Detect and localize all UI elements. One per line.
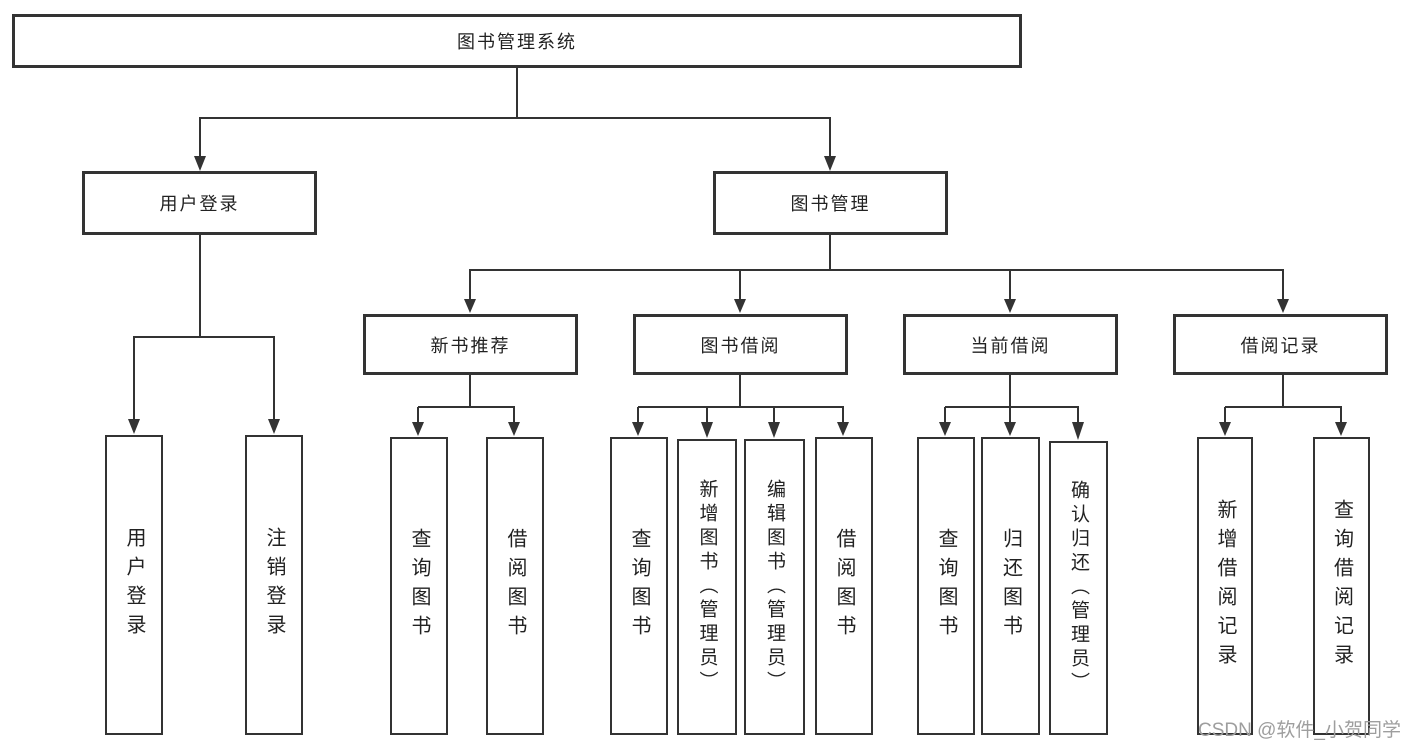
leaf-bb-edit-books-admin: 编辑图书（管理员） bbox=[744, 439, 805, 735]
leaf-nbr-query-books: 查询图书 bbox=[390, 437, 448, 735]
node-book-management: 图书管理 bbox=[713, 171, 948, 235]
leaf-bb-add-books-admin: 新增图书（管理员） bbox=[677, 439, 737, 735]
node-user-login: 用户登录 bbox=[82, 171, 317, 235]
leaf-br-query-record: 查询借阅记录 bbox=[1313, 437, 1370, 735]
node-new-book-recommend: 新书推荐 bbox=[363, 314, 578, 375]
leaf-bb-query-books: 查询图书 bbox=[610, 437, 668, 735]
leaf-br-add-record: 新增借阅记录 bbox=[1197, 437, 1253, 735]
leaf-user-login: 用户登录 bbox=[105, 435, 163, 735]
leaf-cb-confirm-return-admin: 确认归还（管理员） bbox=[1049, 441, 1108, 735]
leaf-bb-borrow-books: 借阅图书 bbox=[815, 437, 873, 735]
csdn-watermark: CSDN @软件_小贺同学 bbox=[1198, 720, 1401, 741]
node-book-management-system: 图书管理系统 bbox=[12, 14, 1022, 68]
node-borrowing-records: 借阅记录 bbox=[1173, 314, 1388, 375]
node-current-borrowing: 当前借阅 bbox=[903, 314, 1118, 375]
leaf-cb-return-books: 归还图书 bbox=[981, 437, 1040, 735]
node-book-borrowing: 图书借阅 bbox=[633, 314, 848, 375]
leaf-nbr-borrow-books: 借阅图书 bbox=[486, 437, 544, 735]
leaf-logout: 注销登录 bbox=[245, 435, 303, 735]
leaf-cb-query-books: 查询图书 bbox=[917, 437, 975, 735]
